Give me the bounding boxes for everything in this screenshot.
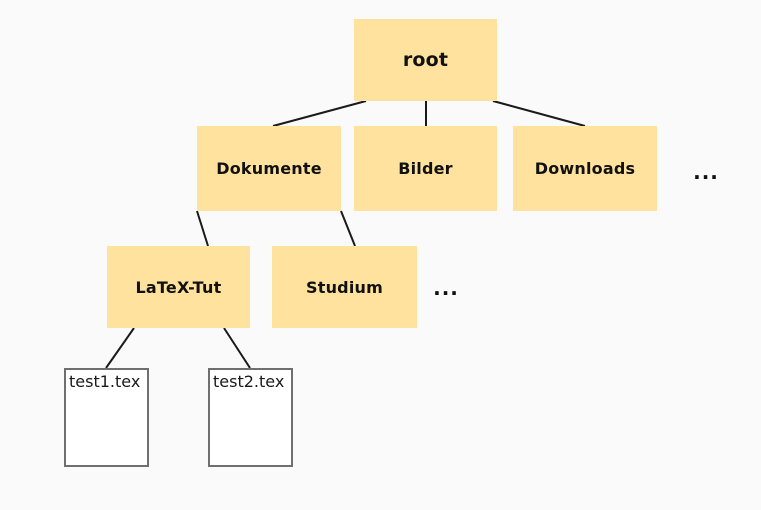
- edge-root-to-dokumente: [272, 100, 367, 127]
- folder-node-bilder[interactable]: Bilder: [354, 126, 497, 211]
- folder-label: Studium: [306, 277, 383, 297]
- folder-label: root: [402, 49, 449, 71]
- ellipsis-level2: ...: [433, 276, 459, 300]
- file-label: test2.tex: [213, 372, 285, 391]
- folder-node-latextut[interactable]: LaTeX-Tut: [107, 246, 250, 328]
- file-node-test1[interactable]: test1.tex: [64, 368, 149, 467]
- folder-label: Downloads: [534, 159, 636, 178]
- edge-dokumente-to-studium: [340, 210, 356, 247]
- folder-node-downloads[interactable]: Downloads: [513, 126, 657, 211]
- folder-node-studium[interactable]: Studium: [272, 246, 417, 328]
- edge-root-to-downloads: [492, 100, 586, 127]
- folder-label: LaTeX-Tut: [135, 277, 222, 297]
- edge-latextut-to-test2: [223, 327, 251, 369]
- edge-latextut-to-test1: [105, 327, 135, 369]
- file-node-test2[interactable]: test2.tex: [208, 368, 293, 467]
- ellipsis-level1: ...: [693, 160, 719, 184]
- folder-node-dokumente[interactable]: Dokumente: [197, 126, 341, 211]
- edge-dokumente-to-latextut: [196, 210, 209, 247]
- folder-label: Dokumente: [216, 159, 322, 178]
- folder-node-root[interactable]: root: [354, 19, 497, 101]
- file-label: test1.tex: [69, 372, 141, 391]
- folder-label: Bilder: [398, 159, 453, 178]
